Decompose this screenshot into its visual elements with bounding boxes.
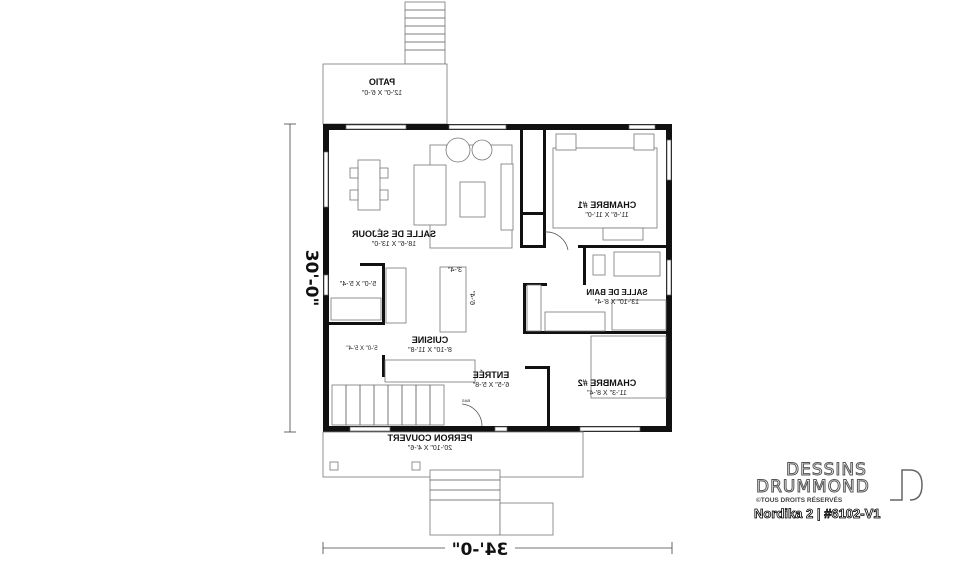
svg-text:ENTRÉE: ENTRÉE — [473, 370, 510, 380]
island-width: 3'-4" — [448, 267, 462, 274]
svg-text:SALLE DE SÉJOUR: SALLE DE SÉJOUR — [351, 229, 436, 239]
furniture — [330, 133, 667, 427]
model-name: Nordika 2 | #6102-V1 — [754, 506, 881, 522]
overall-width: 34'-0" — [452, 540, 509, 560]
copyright: ©TOUS DROITS RÉSERVÉS — [756, 497, 843, 504]
svg-text:PERRON COUVERT: PERRON COUVERT — [387, 433, 473, 443]
closet-dims-2: 5'-0" X 5'-4" — [346, 346, 377, 352]
room-chambre-1: CHAMBRE #1 11'-6" X 11'-0" — [578, 200, 637, 219]
closet-dims-1: 5'-0" X 5'-4" — [339, 281, 376, 288]
overall-depth: 30'-0" — [301, 250, 321, 307]
svg-text:13'-10" X 8'-4": 13'-10" X 8'-4" — [594, 299, 639, 306]
svg-text:18'-6" X 13'-0": 18'-6" X 13'-0" — [371, 241, 416, 248]
svg-text:20'-10" X 4'-6": 20'-10" X 4'-6" — [407, 445, 452, 452]
room-labels: PATIO 12'-0" X 6'-0" SALLE DE SÉJOUR 18'-6… — [339, 77, 647, 452]
interior-walls — [329, 130, 672, 426]
svg-text:CUISINE: CUISINE — [412, 335, 449, 345]
svg-text:11'-3" X 8'-4": 11'-3" X 8'-4" — [587, 390, 627, 397]
svg-text:12'-0" X 6'-0": 12'-0" X 6'-0" — [361, 90, 402, 97]
brand-logo: DESSINS DRUMMOND ©TOUS DROITS RÉSERVÉS N… — [754, 460, 936, 522]
svg-text:11'-6" X 11'-0": 11'-6" X 11'-0" — [585, 212, 629, 219]
svg-text:PATIO: PATIO — [369, 77, 395, 87]
brand-line-2: DRUMMOND — [756, 477, 870, 497]
room-perron-couvert: PERRON COUVERT 20'-10" X 4'-6" — [387, 433, 473, 452]
front-porch — [322, 431, 584, 536]
svg-text:CHAMBRE #1: CHAMBRE #1 — [578, 200, 637, 210]
room-patio: PATIO 12'-0" X 6'-0" — [361, 77, 402, 97]
patio — [322, 63, 448, 125]
brand-d-icon — [890, 469, 923, 501]
room-chambre-2: CHAMBRE #2 11'-3" X 8'-4" — [578, 378, 637, 397]
svg-text:SALLE DE BAIN: SALLE DE BAIN — [586, 288, 648, 297]
windows — [323, 124, 672, 432]
room-salle-de-bain: SALLE DE BAIN 13'-10" X 8'-4" — [586, 288, 648, 306]
brand-line-1: DESSINS — [786, 460, 867, 480]
svg-text:8'-10" X 11'-8": 8'-10" X 11'-8" — [408, 347, 452, 354]
room-salle-de-sejour: SALLE DE SÉJOUR 18'-6" X 13'-0" — [351, 229, 436, 248]
rear-stairs — [404, 1, 446, 65]
stair-label: BAS — [462, 398, 470, 403]
room-cuisine: CUISINE 8'-10" X 11'-8" — [408, 335, 452, 354]
svg-text:CHAMBRE #2: CHAMBRE #2 — [578, 378, 637, 388]
room-entree: ENTRÉE 6'-5" X 5'-8" — [472, 370, 509, 389]
island-length: 6'-4" — [468, 291, 475, 305]
svg-text:6'-5" X 5'-8": 6'-5" X 5'-8" — [472, 382, 509, 389]
